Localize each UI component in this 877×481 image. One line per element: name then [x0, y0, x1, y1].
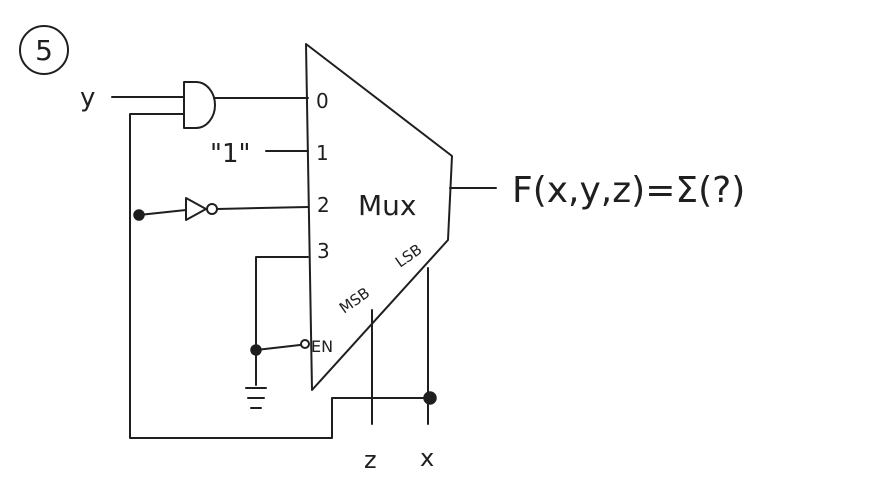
enable-label: EN [311, 337, 333, 356]
problem-number-circle [19, 25, 69, 75]
not-gate [185, 197, 207, 221]
input-3-wire [255, 256, 309, 351]
enable-bubble [300, 339, 310, 349]
mux-input-3-label: 3 [317, 239, 330, 263]
mux-body [305, 43, 453, 391]
not-gate-bubble [206, 203, 218, 215]
x-junction-dot [423, 391, 437, 405]
problem-number-text: 5 [35, 34, 53, 67]
problem-number: 5 [19, 25, 69, 75]
not-input-wire [138, 209, 187, 216]
mux-label: Mux [358, 189, 416, 222]
input-z-label: z [364, 446, 377, 474]
lsb-label: LSB [392, 240, 425, 271]
mux-input-2-label: 2 [317, 193, 330, 217]
x-feedback-wire [129, 113, 429, 439]
mux-input-1-label: 1 [316, 141, 329, 165]
input-x-label: x [420, 444, 434, 472]
enable-wire [255, 344, 301, 351]
mux-input-0-label: 0 [316, 89, 329, 113]
msb-label: MSB [336, 284, 373, 318]
input-y-label: y [80, 83, 95, 113]
constant-one-label: "1" [210, 139, 250, 169]
ground-symbol [245, 349, 267, 409]
and-gate [183, 81, 216, 129]
output-expression: F(x,y,z)=Σ(?) [512, 170, 745, 211]
not-output-wire [216, 206, 309, 210]
